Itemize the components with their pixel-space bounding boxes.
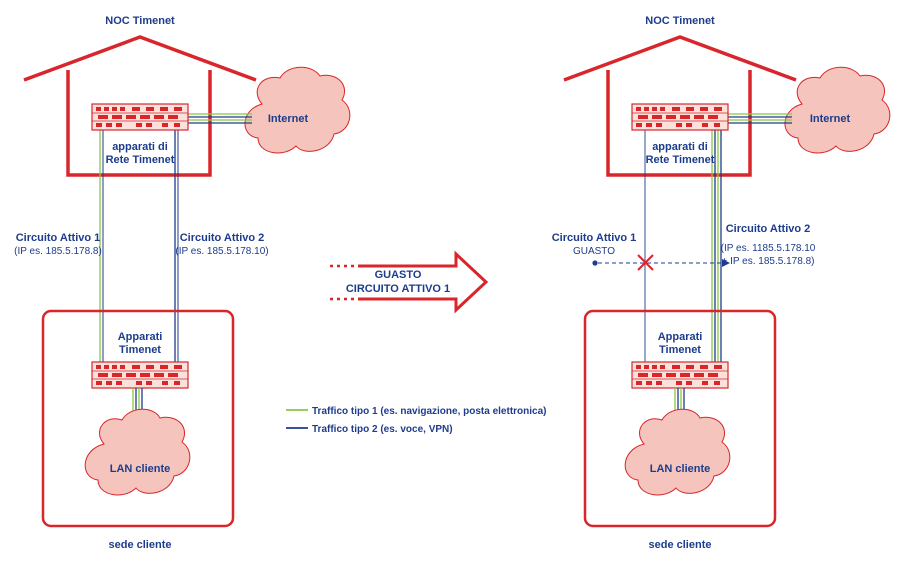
right-apparati-line1: Apparati — [658, 331, 703, 343]
left-internet-links — [176, 113, 252, 124]
left-circuit-2-line — [174, 120, 179, 372]
right-noc-title: NOC Timenet — [645, 15, 715, 27]
right-internet-label: Internet — [810, 113, 851, 125]
right-noc-router — [631, 103, 729, 131]
left-circ2-ip: (IP es. 185.5.178.10) — [175, 246, 268, 257]
left-circ1-ip: (IP es. 185.5.178.8) — [14, 246, 102, 257]
left-apparati-line1: Apparati — [118, 331, 163, 343]
fault-x-icon — [637, 254, 654, 271]
left-scenario: NOC Timenet Internet — [14, 15, 351, 551]
right-internet-links — [716, 113, 792, 124]
right-circ1-title: Circuito Attivo 1 — [552, 232, 637, 244]
right-circ2-ip1: (IP es. 1185.5.178.10 — [721, 243, 816, 254]
left-site-box — [41, 309, 235, 528]
right-circ2-ip2: + IP es. 185.5.178.8) — [722, 256, 815, 267]
left-sede-label: sede cliente — [109, 539, 172, 551]
left-internet-cloud — [244, 66, 351, 154]
left-rete-line1: apparati di — [112, 141, 168, 153]
left-apparati-line2: Timenet — [119, 344, 161, 356]
left-circuit-1-line — [99, 126, 104, 372]
right-circ2-title: Circuito Attivo 2 — [726, 223, 811, 235]
right-lan-label: LAN cliente — [650, 463, 711, 475]
left-internet-label: Internet — [268, 113, 309, 125]
legend-traffic2-label: Traffico tipo 2 (es. voce, VPN) — [312, 424, 453, 435]
right-circ1-status: GUASTO — [573, 246, 615, 257]
fault-label-line2: CIRCUITO ATTIVO 1 — [346, 283, 450, 295]
right-sede-label: sede cliente — [649, 539, 712, 551]
right-internet-cloud — [784, 66, 891, 154]
right-rete-line2: Rete Timenet — [646, 154, 715, 166]
left-rete-line2: Rete Timenet — [106, 154, 175, 166]
fault-label-line1: GUASTO — [375, 269, 422, 281]
left-noc-title: NOC Timenet — [105, 15, 175, 27]
left-circ2-title: Circuito Attivo 2 — [180, 232, 265, 244]
left-circ1-title: Circuito Attivo 1 — [16, 232, 101, 244]
right-circuit-2-line — [711, 120, 722, 372]
failover-arrow — [592, 259, 730, 267]
legend: Traffico tipo 1 (es. navigazione, posta … — [286, 406, 547, 435]
right-scenario: NOC Timenet Internet apparati di R — [552, 15, 891, 551]
fault-arrow — [330, 250, 489, 314]
left-lan-label: LAN cliente — [110, 463, 171, 475]
right-apparati-line2: Timenet — [659, 344, 701, 356]
left-lan-cloud — [84, 408, 191, 496]
right-lan-cloud — [624, 408, 731, 496]
left-cpe-router — [91, 361, 189, 389]
left-noc-router — [91, 103, 189, 131]
right-rete-line1: apparati di — [652, 141, 708, 153]
right-cpe-router — [631, 361, 729, 389]
right-site-box — [583, 309, 777, 528]
legend-traffic1-label: Traffico tipo 1 (es. navigazione, posta … — [312, 406, 547, 417]
